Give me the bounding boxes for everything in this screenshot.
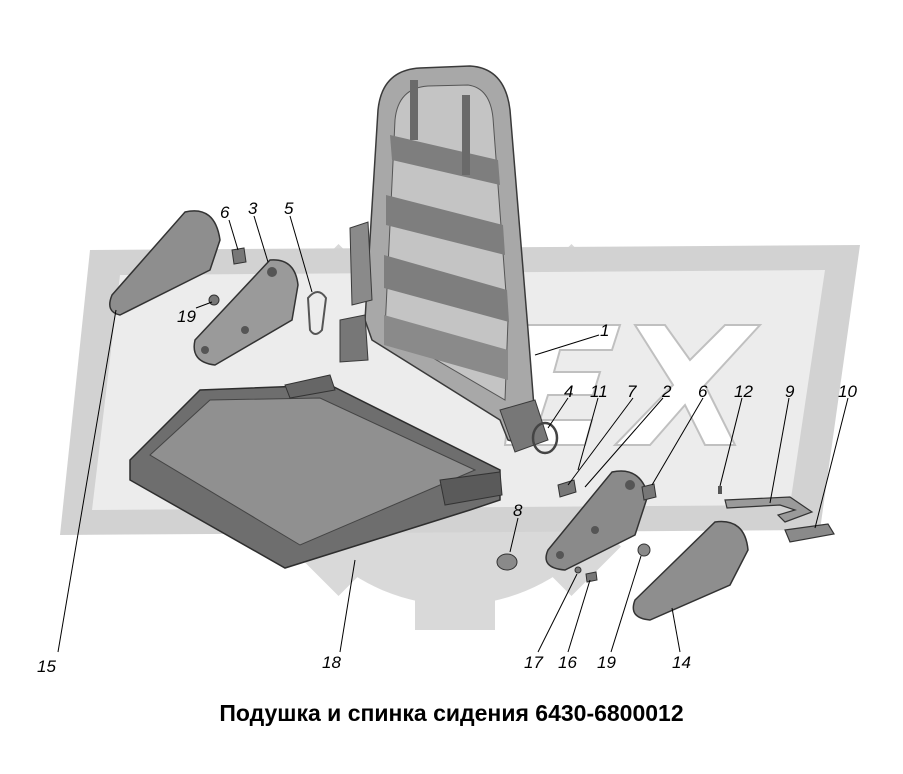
- part-seat-cushion: [129, 374, 503, 569]
- part-right-bracket: [545, 470, 649, 571]
- callout-6-left: 6: [220, 203, 230, 222]
- callout-16: 16: [558, 653, 577, 672]
- callout-19-right: 19: [597, 653, 616, 672]
- part-nut-right: [637, 543, 651, 557]
- callout-8: 8: [513, 501, 523, 520]
- part-backrest-frame: [339, 65, 549, 453]
- callout-18: 18: [322, 653, 341, 672]
- part-handle: [784, 523, 835, 543]
- callout-1: 1: [600, 321, 609, 340]
- part-bolt-left: [231, 247, 247, 265]
- part-screw: [585, 571, 598, 583]
- callout-15: 15: [37, 657, 56, 676]
- part-spring: [531, 421, 559, 455]
- part-left-cover: [109, 210, 221, 316]
- callout-7: 7: [627, 382, 637, 401]
- part-bolt-right: [641, 483, 657, 501]
- part-left-bracket: [193, 259, 299, 366]
- callout-labels: 1 2 3 4 5 6 6 7 8 9 10 11 12 14 15 16 17…: [37, 199, 857, 676]
- part-washer: [574, 566, 582, 574]
- callout-4: 4: [564, 382, 573, 401]
- callout-19-left: 19: [177, 307, 196, 326]
- callout-14: 14: [672, 653, 691, 672]
- part-cotter-pin: [718, 486, 722, 494]
- callout-3: 3: [248, 199, 258, 218]
- callout-17: 17: [524, 653, 543, 672]
- part-nut-left: [208, 294, 220, 306]
- parts: [109, 65, 835, 621]
- callout-2: 2: [661, 382, 672, 401]
- callout-5: 5: [284, 199, 294, 218]
- callout-9: 9: [785, 382, 795, 401]
- part-right-cover: [632, 520, 749, 621]
- callout-11: 11: [590, 382, 608, 401]
- leader-lines: [57, 215, 849, 653]
- part-spring-pin: [306, 291, 328, 335]
- callout-12: 12: [734, 382, 753, 401]
- callout-10: 10: [838, 382, 857, 401]
- diagram-caption: Подушка и спинка сидения 6430-6800012: [219, 700, 684, 726]
- callout-6-right: 6: [698, 382, 708, 401]
- part-bushing: [496, 553, 518, 571]
- part-pin-small: [557, 479, 577, 498]
- part-lever-rod: [724, 496, 814, 523]
